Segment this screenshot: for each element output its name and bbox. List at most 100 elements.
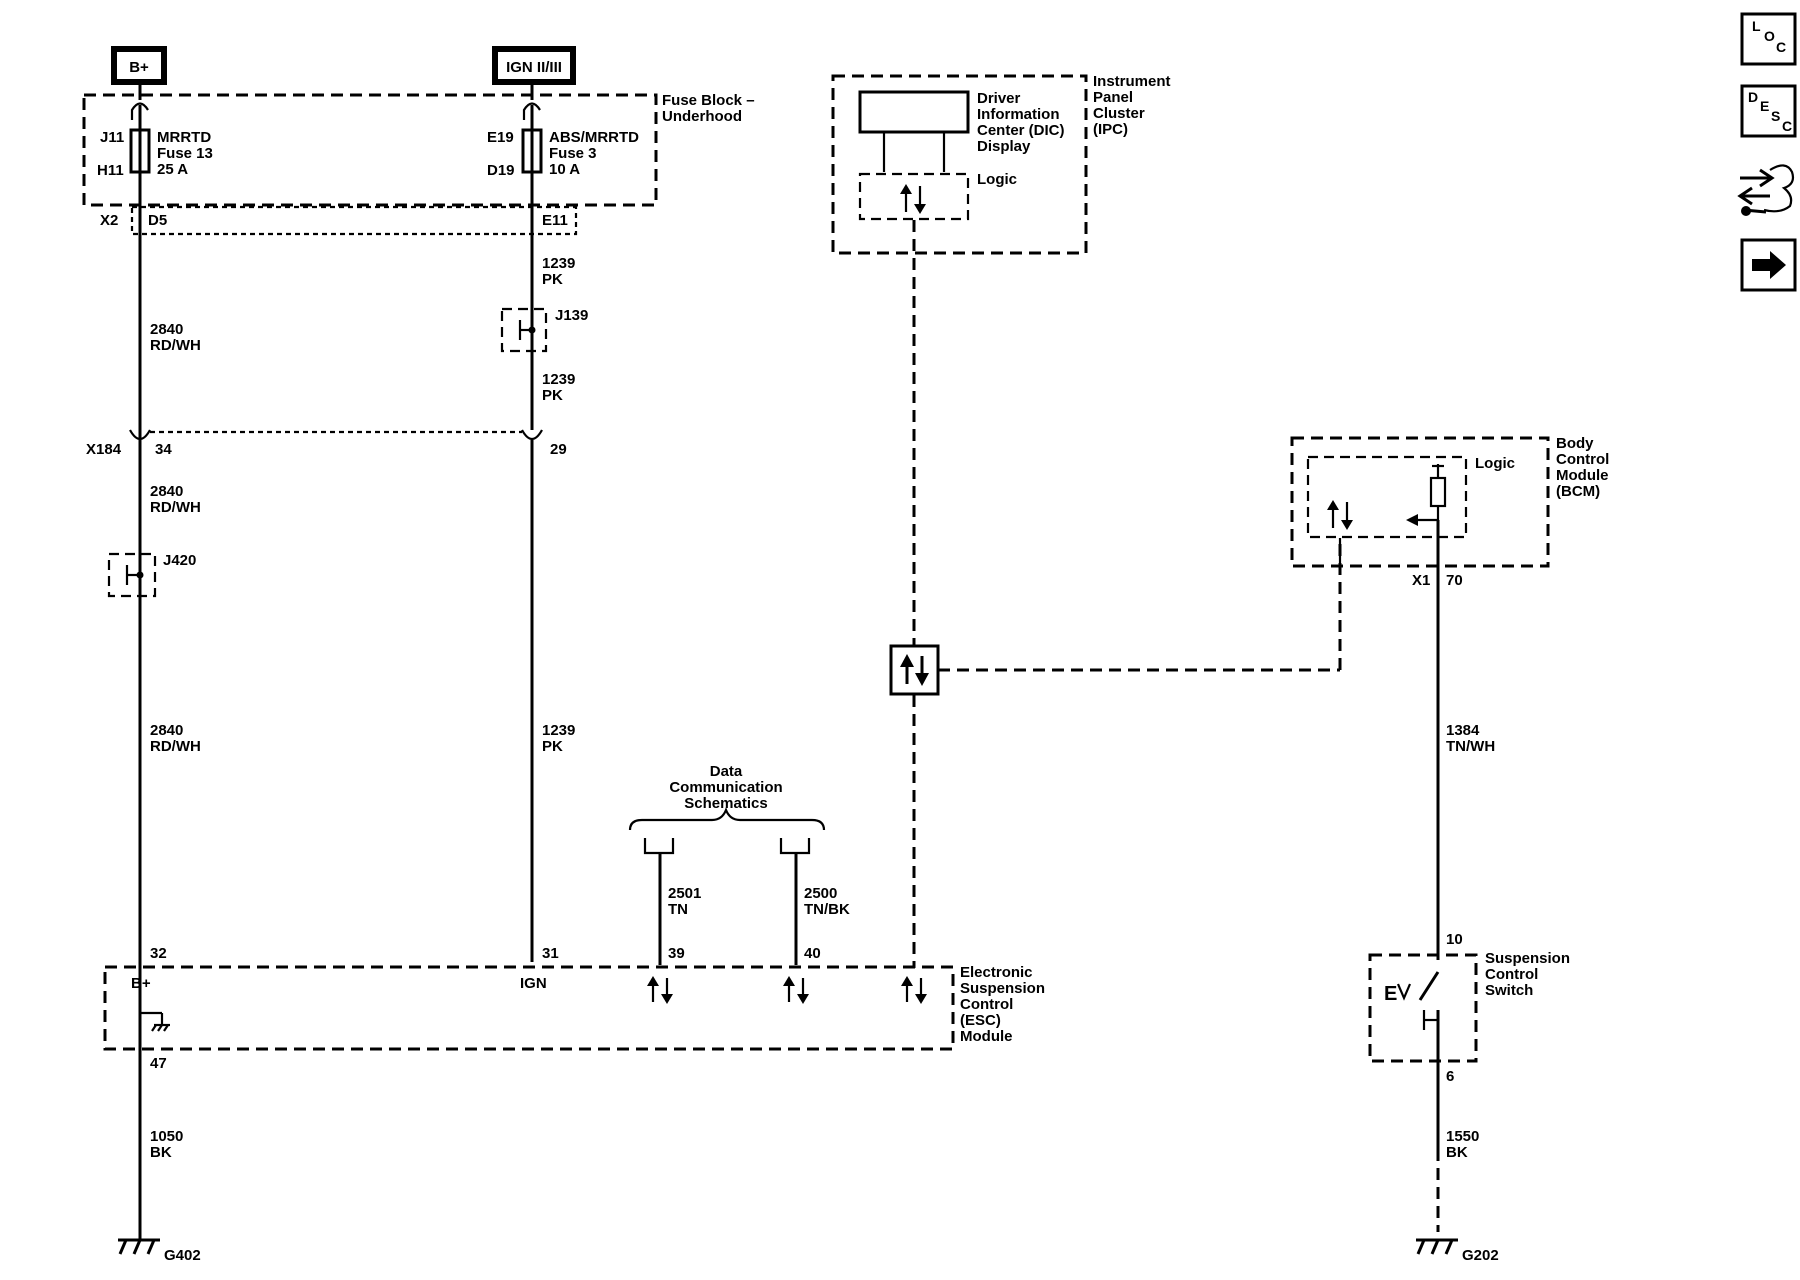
svg-text:1239: 1239 bbox=[542, 371, 575, 388]
svg-text:6: 6 bbox=[1446, 1068, 1454, 1085]
svg-text:PK: PK bbox=[542, 738, 563, 755]
svg-text:D19: D19 bbox=[487, 162, 515, 179]
suspension-switch-outline bbox=[1368, 953, 1478, 1063]
svg-text:J11: J11 bbox=[100, 129, 124, 146]
svg-text:ABS/MRRTD: ABS/MRRTD bbox=[549, 129, 639, 146]
switch-contact-icon: E bbox=[1384, 960, 1440, 1060]
connector-x2 bbox=[130, 205, 578, 236]
svg-text:TN: TN bbox=[668, 901, 688, 918]
svg-text:Logic: Logic bbox=[977, 171, 1017, 188]
svg-text:BK: BK bbox=[1446, 1144, 1468, 1161]
svg-text:IGN II/III: IGN II/III bbox=[506, 59, 562, 76]
svg-text:X184: X184 bbox=[86, 441, 122, 458]
svg-text:BK: BK bbox=[150, 1144, 172, 1161]
svg-text:2501: 2501 bbox=[668, 885, 701, 902]
svg-text:O: O bbox=[1764, 28, 1775, 44]
svg-text:70: 70 bbox=[1446, 572, 1463, 589]
svg-text:32: 32 bbox=[150, 945, 167, 962]
data-comm-brace bbox=[628, 807, 826, 831]
svg-text:X1: X1 bbox=[1412, 572, 1430, 589]
splice-j139 bbox=[500, 307, 548, 353]
svg-text:G402: G402 bbox=[164, 1247, 201, 1264]
svg-text:D: D bbox=[1748, 89, 1758, 105]
svg-text:IGN: IGN bbox=[520, 975, 547, 992]
svg-text:2500: 2500 bbox=[804, 885, 837, 902]
svg-text:25 A: 25 A bbox=[157, 161, 188, 178]
svg-text:TN/WH: TN/WH bbox=[1446, 738, 1495, 755]
svg-text:C: C bbox=[1782, 118, 1792, 134]
fuse-block-label: Fuse Block –Underhood bbox=[662, 92, 755, 125]
svg-text:L: L bbox=[1752, 18, 1761, 34]
bcm-data-arrows-icon bbox=[1327, 500, 1353, 530]
bcm-logic-box bbox=[1306, 455, 1468, 539]
svg-text:Fuse 13: Fuse 13 bbox=[157, 145, 213, 162]
esc-data-arrows-icon-serial bbox=[901, 976, 927, 1004]
svg-text:PK: PK bbox=[542, 271, 563, 288]
loc-button[interactable]: L O C bbox=[1740, 12, 1797, 66]
esc-data-arrows-icon-40 bbox=[783, 976, 809, 1004]
ign-source: IGN II/III bbox=[492, 46, 576, 85]
svg-text:RD/WH: RD/WH bbox=[150, 738, 201, 755]
connector-x184-b bbox=[521, 429, 543, 441]
connector-x184-a bbox=[129, 429, 151, 441]
esc-data-arrows-icon-39 bbox=[647, 976, 673, 1004]
svg-text:47: 47 bbox=[150, 1055, 167, 1072]
svg-text:E19: E19 bbox=[487, 129, 514, 146]
svg-text:C: C bbox=[1776, 39, 1786, 55]
svg-text:40: 40 bbox=[804, 945, 821, 962]
svg-text:2840: 2840 bbox=[150, 483, 183, 500]
svg-text:1550: 1550 bbox=[1446, 1128, 1479, 1145]
svg-text:G202: G202 bbox=[1462, 1247, 1499, 1264]
svg-text:RD/WH: RD/WH bbox=[150, 499, 201, 516]
connector-j11 bbox=[130, 102, 149, 120]
desc-button[interactable]: D E S C bbox=[1740, 84, 1797, 138]
svg-text:2840: 2840 bbox=[150, 722, 183, 739]
diagnostic-tool-button[interactable] bbox=[1737, 164, 1795, 216]
svg-text:MRRTD: MRRTD bbox=[157, 129, 211, 146]
svg-text:1239: 1239 bbox=[542, 722, 575, 739]
svg-text:TN/BK: TN/BK bbox=[804, 901, 850, 918]
svg-text:H11: H11 bbox=[97, 162, 124, 179]
svg-text:X2: X2 bbox=[100, 212, 118, 229]
esc-module-outline bbox=[103, 965, 955, 1051]
svg-text:29: 29 bbox=[550, 441, 567, 458]
svg-text:31: 31 bbox=[542, 945, 559, 962]
bcm-pullup-resistor-icon bbox=[1406, 464, 1447, 526]
svg-text:E: E bbox=[1760, 98, 1769, 114]
svg-text:B+: B+ bbox=[129, 59, 149, 76]
ground-g202-icon bbox=[1416, 1238, 1458, 1255]
svg-text:34: 34 bbox=[155, 441, 172, 458]
svg-text:J420: J420 bbox=[163, 552, 196, 569]
ground-g402-icon bbox=[118, 1238, 160, 1255]
svg-text:2840: 2840 bbox=[150, 321, 183, 338]
fuse-block-outline bbox=[82, 93, 658, 207]
svg-text:Fuse 3: Fuse 3 bbox=[549, 145, 597, 162]
svg-text:10: 10 bbox=[1446, 931, 1463, 948]
svg-text:Logic: Logic bbox=[1475, 455, 1515, 472]
svg-text:J139: J139 bbox=[555, 307, 588, 324]
svg-text:D5: D5 bbox=[148, 212, 167, 229]
svg-text:10 A: 10 A bbox=[549, 161, 580, 178]
svg-text:E: E bbox=[1384, 983, 1397, 1005]
svg-text:1384: 1384 bbox=[1446, 722, 1480, 739]
svg-text:RD/WH: RD/WH bbox=[150, 337, 201, 354]
dic-display-box bbox=[858, 90, 970, 134]
next-arrow-button[interactable] bbox=[1740, 238, 1797, 292]
esc-internal-ground-icon bbox=[140, 1011, 170, 1032]
svg-text:E11: E11 bbox=[542, 212, 568, 229]
svg-text:39: 39 bbox=[668, 945, 685, 962]
bplus-source: B+ bbox=[111, 46, 167, 85]
ipc-logic-box bbox=[858, 172, 970, 221]
svg-text:B+: B+ bbox=[131, 975, 151, 992]
svg-text:1239: 1239 bbox=[542, 255, 575, 272]
svg-text:PK: PK bbox=[542, 387, 563, 404]
bcm-outline bbox=[1290, 436, 1550, 568]
ipc-outline bbox=[831, 74, 1088, 255]
connector-e19 bbox=[522, 102, 541, 120]
